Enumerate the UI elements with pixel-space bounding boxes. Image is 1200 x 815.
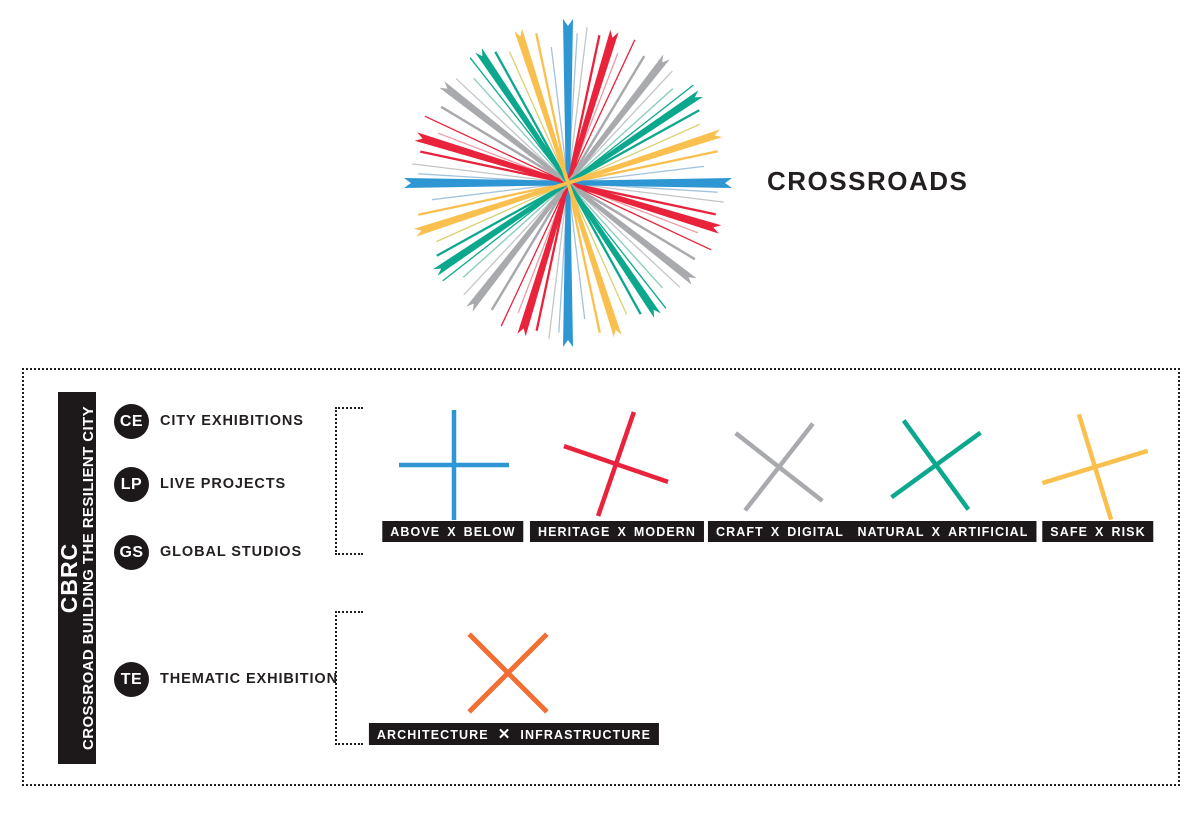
plate-craft-x-digital: CRAFT X DIGITAL bbox=[707, 521, 853, 542]
plate-left: ARCHITECTURE bbox=[376, 727, 489, 742]
cross-figure-safe-risk bbox=[1033, 405, 1157, 529]
plate-architecture-x-infrastructure: ARCHITECTURE ✕ INFRASTRUCTURE bbox=[368, 723, 660, 745]
cross-figure-natural-artificial bbox=[874, 403, 998, 527]
program-name: CROSSROAD BUILDING THE RESILIENT CITY bbox=[79, 406, 97, 750]
plate-right: RISK bbox=[1111, 525, 1146, 539]
cross-figure-craft-digital bbox=[717, 405, 841, 529]
label-thematic-exhibition: THEMATIC EXHIBITION bbox=[160, 671, 338, 687]
plate-right: DIGITAL bbox=[787, 525, 845, 539]
badge-global-studios: GS bbox=[114, 535, 149, 570]
plate-safe-x-risk: SAFE X RISK bbox=[1042, 521, 1154, 542]
plate-right: MODERN bbox=[633, 525, 697, 539]
plate-left: NATURAL bbox=[857, 525, 925, 539]
plate-right: BELOW bbox=[463, 525, 516, 539]
plate-right: ARTIFICIAL bbox=[948, 525, 1029, 539]
program-code: CBRC bbox=[55, 542, 82, 614]
label-city-exhibitions: CITY EXHIBITIONS bbox=[160, 413, 304, 429]
page-title: CROSSROADS bbox=[767, 166, 969, 196]
cross-figure-above-below bbox=[392, 403, 516, 527]
plate-left: SAFE bbox=[1050, 525, 1089, 539]
plate-heritage-x-modern: HERITAGE X MODERN bbox=[529, 521, 705, 542]
x-separator: X bbox=[617, 525, 627, 539]
label-live-projects: LIVE PROJECTS bbox=[160, 476, 287, 492]
cross-figure-architecture-infrastructure bbox=[446, 611, 570, 735]
plate-left: HERITAGE bbox=[537, 525, 611, 539]
plate-left: CRAFT bbox=[715, 525, 764, 539]
program-vertical-bar: CBRC CROSSROAD BUILDING THE RESILIENT CI… bbox=[55, 392, 97, 764]
label-global-studios: GLOBAL STUDIOS bbox=[160, 544, 303, 560]
plate-natural-x-artificial: NATURAL X ARTIFICIAL bbox=[849, 521, 1037, 542]
badge-city-exhibitions: CE bbox=[114, 404, 149, 439]
program-panel: CBRC CROSSROAD BUILDING THE RESILIENT CI… bbox=[22, 368, 1180, 786]
x-separator: X bbox=[447, 525, 457, 539]
plate-above-x-below: ABOVE X BELOW bbox=[382, 521, 524, 542]
badge-live-projects: LP bbox=[114, 467, 149, 502]
crossroads-starburst bbox=[404, 19, 732, 347]
x-separator: ✕ bbox=[497, 726, 512, 743]
x-separator: X bbox=[1095, 525, 1105, 539]
bracket-thematic-group bbox=[335, 611, 363, 745]
cross-figure-heritage-modern bbox=[554, 402, 678, 526]
plate-right: INFRASTRUCTURE bbox=[520, 727, 652, 742]
program-vertical-bar-text: CBRC CROSSROAD BUILDING THE RESILIENT CI… bbox=[55, 392, 97, 764]
x-separator: X bbox=[770, 525, 781, 539]
bracket-crossroads-group bbox=[335, 407, 363, 555]
badge-thematic-exhibition: TE bbox=[114, 662, 149, 697]
plate-left: ABOVE bbox=[390, 525, 441, 539]
x-separator: X bbox=[931, 525, 942, 539]
